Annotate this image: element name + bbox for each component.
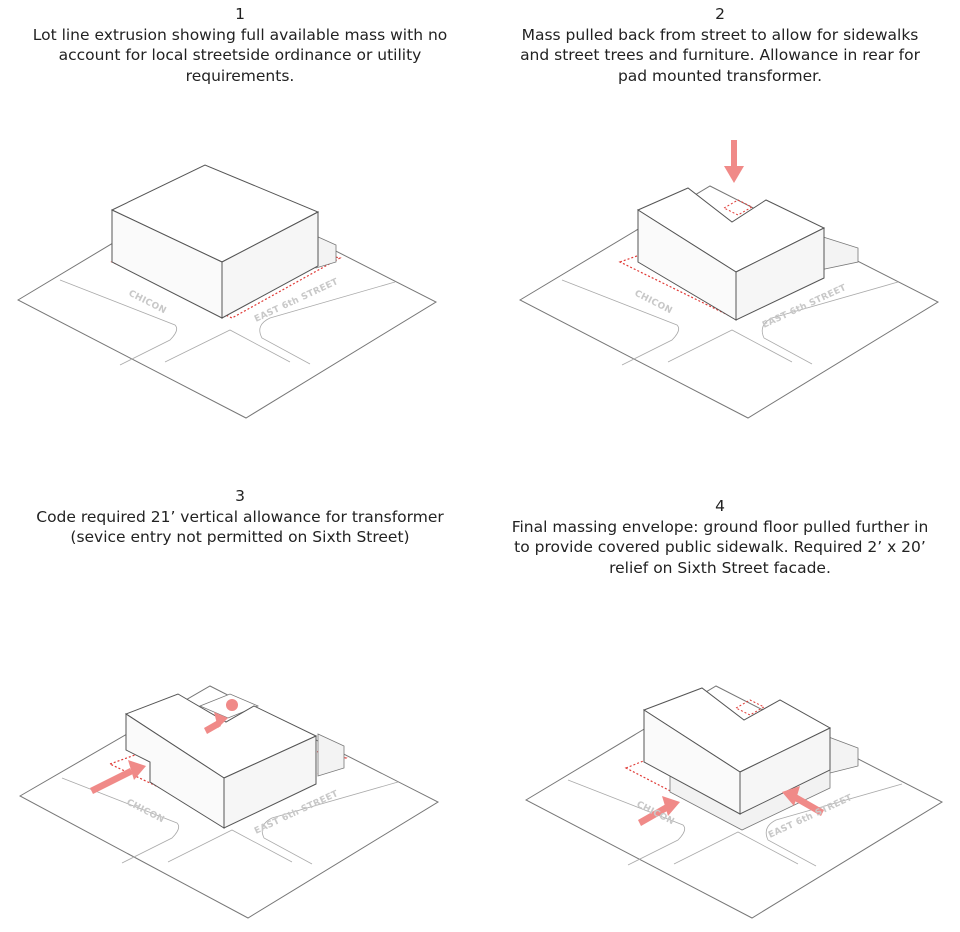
step-number: 1 [235,5,245,23]
mass-right-face [221,211,319,319]
arrow-right-icon [638,796,680,826]
curb-right [261,781,399,865]
step-number: 4 [715,497,725,515]
mass-right-face [223,735,317,829]
neighbor-building [317,733,345,777]
step-number: 2 [715,5,725,23]
step-caption: Final massing envelope: ground floor pul… [511,517,929,577]
transformer-marker [226,699,238,711]
curb-front [164,329,291,363]
arrow-up-icon [204,712,228,734]
caption-4: 4 Final massing envelope: ground floor p… [510,496,930,578]
curb-front [667,329,793,363]
caption-3: 3 Code required 21’ vertical allowance f… [30,486,450,548]
diagram-panel-3: 3 Code required 21’ vertical allowance f… [0,466,480,932]
curb-left [567,779,686,866]
transformer-pad [722,199,754,216]
curb-right [765,783,903,867]
diagram-panel-1: 1 Lot line extrusion showing full availa… [0,0,480,466]
curb-right [259,281,396,365]
step-caption: Code required 21’ vertical allowance for… [36,507,444,547]
curb-left [59,279,178,366]
isometric-site-3: CHICON EAST 6th STREET [18,685,440,919]
isometric-site-1: CHICON EAST 6th STREET [16,164,438,419]
caption-2: 2 Mass pulled back from street to allow … [510,4,930,86]
transformer-pad [734,699,766,716]
isometric-site-4: CHICON EAST 6th STREET [524,685,944,919]
curb-front [167,829,293,863]
arrow-down-icon [724,140,744,183]
diagram-panel-4: 4 Final massing envelope: ground floor p… [480,466,960,932]
mass-right-face [739,727,831,815]
curb-left [561,279,680,366]
caption-1: 1 Lot line extrusion showing full availa… [30,4,450,86]
arrow-right-icon [90,760,146,794]
diagram-panel-2: 2 Mass pulled back from street to allow … [480,0,960,466]
curb-front [673,831,799,865]
step-caption: Lot line extrusion showing full availabl… [32,25,448,85]
neighbor-building [315,235,337,269]
curb-right [761,281,899,365]
step-caption: Mass pulled back from street to allow fo… [520,25,920,85]
mass-right-face [735,227,825,321]
arrow-left-icon [782,786,824,816]
isometric-site-2: CHICON EAST 6th STREET [518,140,940,419]
step-number: 3 [235,487,245,505]
curb-left [61,777,180,864]
